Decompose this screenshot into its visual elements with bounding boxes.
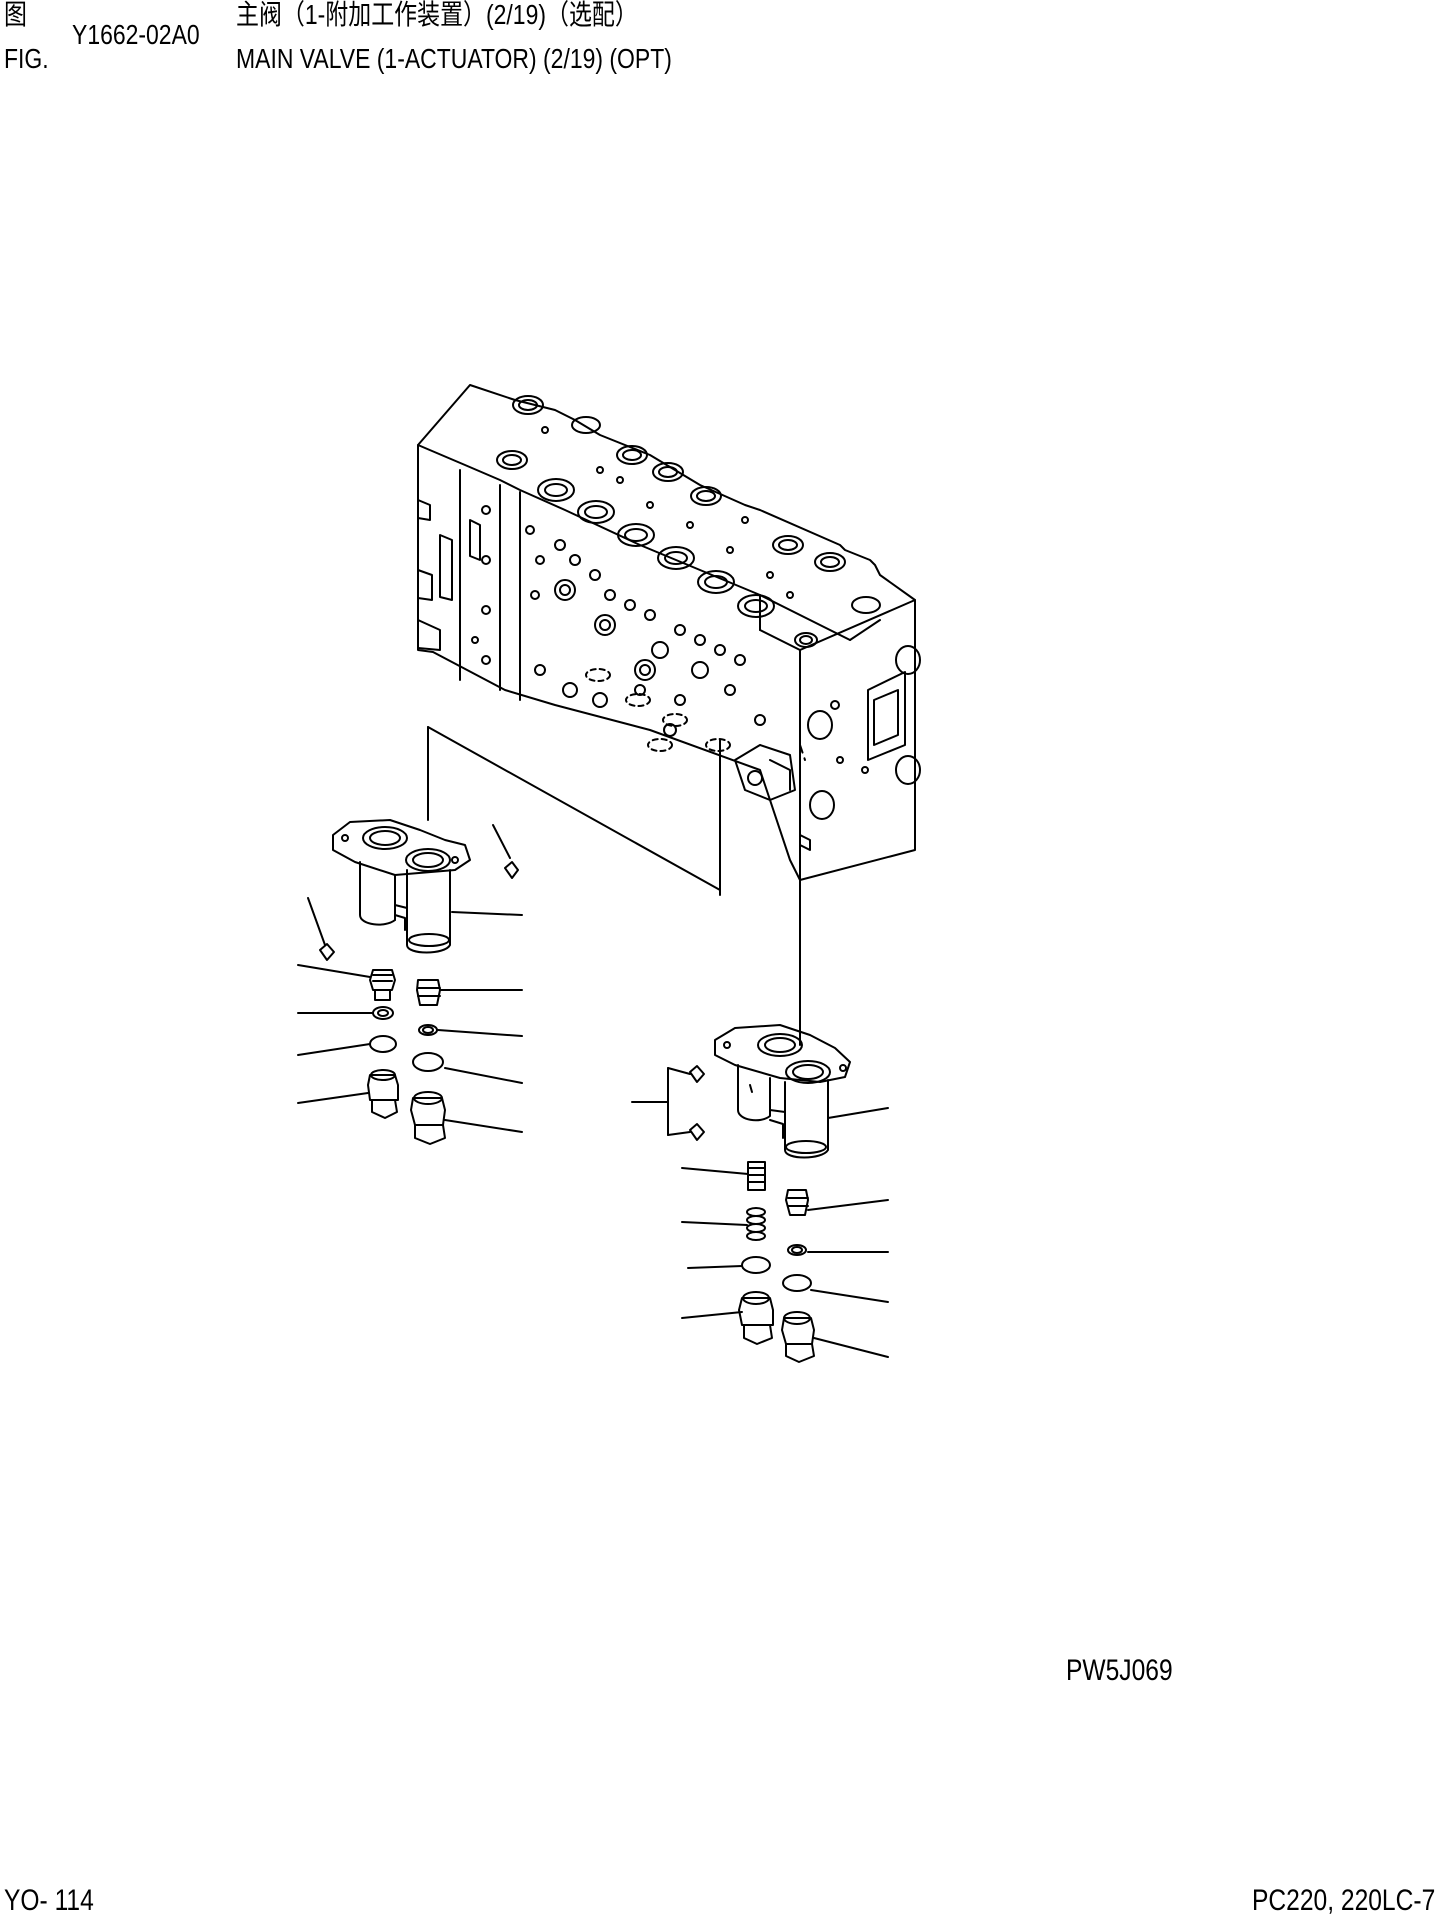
machine-model: PC220, 220LC-7 [1252,1884,1436,1917]
main-valve-body [418,385,920,880]
illustration-code: PW5J069 [1066,1654,1173,1687]
figure-number: Y1662-02A0 [72,19,200,50]
figure-label-chinese: 图 [4,0,27,30]
page-number: YO- 114 [4,1884,94,1917]
figure-label: FIG. [4,43,49,74]
right-valve-assembly [668,1025,850,1362]
left-valve-assembly [320,820,518,1144]
page-title-chinese: 主阀（1-附加工作装置）(2/19)（选配） [236,0,638,30]
callout-leader-lines [298,825,888,1357]
assembly-alignment-lines [428,727,805,1045]
page-title: MAIN VALVE (1-ACTUATOR) (2/19) (OPT) [236,43,672,74]
